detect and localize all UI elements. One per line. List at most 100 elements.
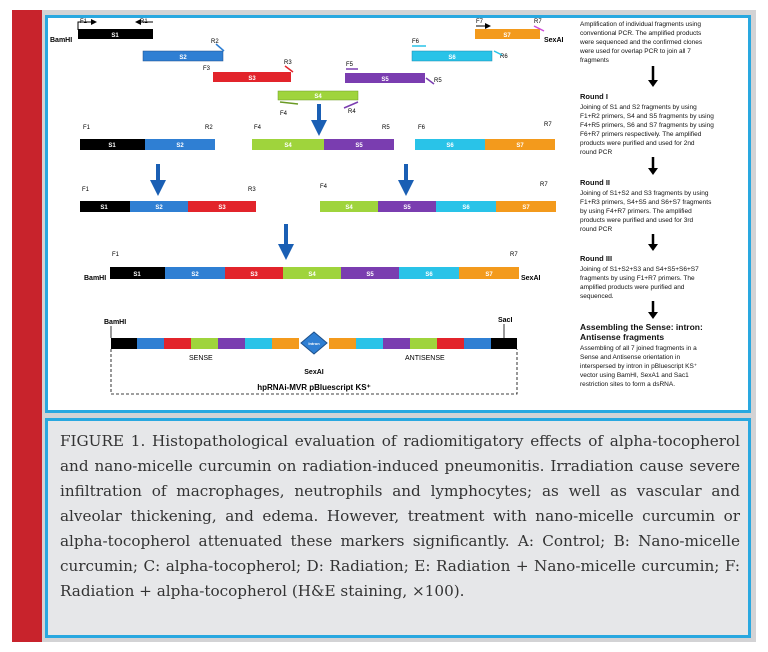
primer-r4-arrow — [343, 101, 359, 109]
primer-r7-label: R7 — [544, 122, 552, 128]
flow-arrowhead — [648, 244, 658, 251]
segment-label: S2 — [176, 143, 184, 149]
segment-s1 — [80, 139, 145, 150]
primer-r7-label: R7 — [534, 19, 542, 25]
round2-line: F1+R3 primers, S4+S5 and S6+S7 fragments — [580, 199, 712, 206]
intro-line: fragments — [580, 57, 610, 64]
side-notes: Amplification of individual fragments us… — [579, 21, 714, 388]
round2-line: round PCR — [580, 226, 612, 233]
segment-label: S5 — [403, 205, 411, 211]
assemble-title: Antisense fragments — [580, 332, 664, 342]
segment-label: S7 — [516, 143, 524, 149]
intron-diamond — [300, 331, 328, 355]
segment-label: S1 — [111, 33, 119, 39]
segment-label: S2 — [155, 205, 163, 211]
vector-backbone — [110, 349, 518, 395]
assemble-line: Assembling of all 7 joined fragments in … — [580, 345, 697, 352]
round1-line: products were purified and used for 2nd — [580, 140, 695, 147]
primer-f6-label: F6 — [418, 125, 426, 131]
primer-f1-label: F1 — [82, 187, 90, 193]
segment-s4 — [283, 267, 341, 279]
round2-line: products were purified and used for 3rd — [580, 217, 693, 224]
segment-label: S6 — [425, 272, 433, 278]
segment-label: S2 — [191, 272, 199, 278]
round1-line: Joining of S1 and S2 fragments by using — [580, 104, 697, 111]
primer-f6-label: F6 — [412, 39, 420, 45]
segment-label: S6 — [448, 55, 456, 61]
assemble-title: Assembling the Sense: intron: — [580, 322, 703, 332]
segment-label: S7 — [522, 205, 530, 211]
intron-label: Intron — [308, 341, 320, 346]
segment-s6 — [245, 338, 272, 349]
primer-r2-arrow — [215, 43, 225, 52]
sexai-site-label: SexAI — [521, 275, 541, 282]
round2-line: by using F4+R7 primers. The amplified — [580, 208, 692, 215]
segment-s7 — [485, 139, 555, 150]
segment-s6 — [356, 338, 383, 349]
red-side-bar — [12, 10, 42, 642]
bamhi-site-label: BamHI — [84, 275, 106, 282]
primer-f1-arrow — [77, 19, 97, 30]
segment-s4 — [320, 201, 378, 212]
segment-label: S5 — [381, 77, 389, 83]
segment-s3 — [225, 267, 283, 279]
segment-s2 — [464, 338, 491, 349]
primer-r5-label: R5 — [382, 125, 390, 131]
primer-r2-label: R2 — [205, 125, 213, 131]
segment-label: S3 — [250, 272, 258, 278]
segment-s5 — [324, 139, 394, 150]
segment-s1 — [80, 201, 130, 212]
segment-s3 — [164, 338, 191, 349]
segment-s7 — [329, 338, 356, 349]
segment-s4 — [410, 338, 437, 349]
segment-s2 — [130, 201, 188, 212]
figure-caption: FIGURE 1. Histopathological evaluation o… — [60, 432, 740, 600]
primer-r6-label: R6 — [500, 54, 508, 60]
segment-label: S4 — [314, 94, 322, 100]
primer-f5-label: F5 — [346, 62, 354, 68]
saci-site-label: SacI — [498, 317, 512, 324]
segment-s1 — [491, 338, 517, 349]
primer-f1-label: F1 — [83, 125, 91, 131]
round2-title: Round II — [580, 178, 610, 187]
round3-title: Round III — [580, 254, 612, 263]
individual-fragments: S1 BamHI F1 R1 S2 R2 S3 F3 R3 S4 F4 R4 S… — [50, 19, 564, 117]
segment-s1 — [110, 267, 165, 279]
segment-s4 — [252, 139, 324, 150]
primer-r4-label: R4 — [348, 109, 356, 115]
round1-line: F6+R7 primers respectively. The amplifie… — [580, 131, 702, 138]
assemble-line: restriction sites to form a dsRNA. — [580, 381, 675, 388]
round3-line: sequenced. — [580, 293, 614, 300]
segment-s2 — [142, 50, 224, 62]
segment-s6 — [411, 50, 493, 62]
primer-f4-arrow — [279, 101, 299, 105]
segment-label: S1 — [100, 205, 108, 211]
round3-line: fragments by using F1+R7 primers. The — [580, 275, 695, 282]
segment-s1 — [78, 29, 153, 39]
primer-r3-arrow — [284, 65, 294, 73]
flow-arrowhead — [648, 168, 658, 175]
primer-f1-label: F1 — [112, 252, 120, 258]
primer-r5-arrow — [425, 77, 435, 85]
segment-s7 — [496, 201, 556, 212]
segment-s7 — [272, 338, 299, 349]
primer-f4-label: F4 — [320, 184, 328, 190]
round1-line: F1+R2 primers, S4 and S5 fragments by us… — [580, 113, 714, 120]
segment-label: S1 — [133, 272, 141, 278]
segment-s5 — [378, 201, 436, 212]
primer-r7-arrow — [533, 25, 545, 32]
primer-r7-label: R7 — [540, 182, 548, 188]
flow-arrowhead — [648, 312, 658, 319]
segment-s3 — [188, 201, 256, 212]
round3-line: Joining of S1+S2+S3 and S4+S5+S6+S7 — [580, 266, 699, 273]
segment-s5 — [383, 338, 410, 349]
sense-label: SENSE — [189, 355, 213, 362]
segment-s6 — [436, 201, 496, 212]
segment-label: S3 — [218, 205, 226, 211]
intro-line: were used for overlap PCR to join all 7 — [579, 48, 691, 55]
segment-s6 — [399, 267, 459, 279]
segment-label: S6 — [462, 205, 470, 211]
sexai-site-label: SexAI — [544, 37, 564, 44]
primer-r6-arrow — [493, 50, 503, 56]
caption-box: FIGURE 1. Histopathological evaluation o… — [45, 418, 751, 638]
